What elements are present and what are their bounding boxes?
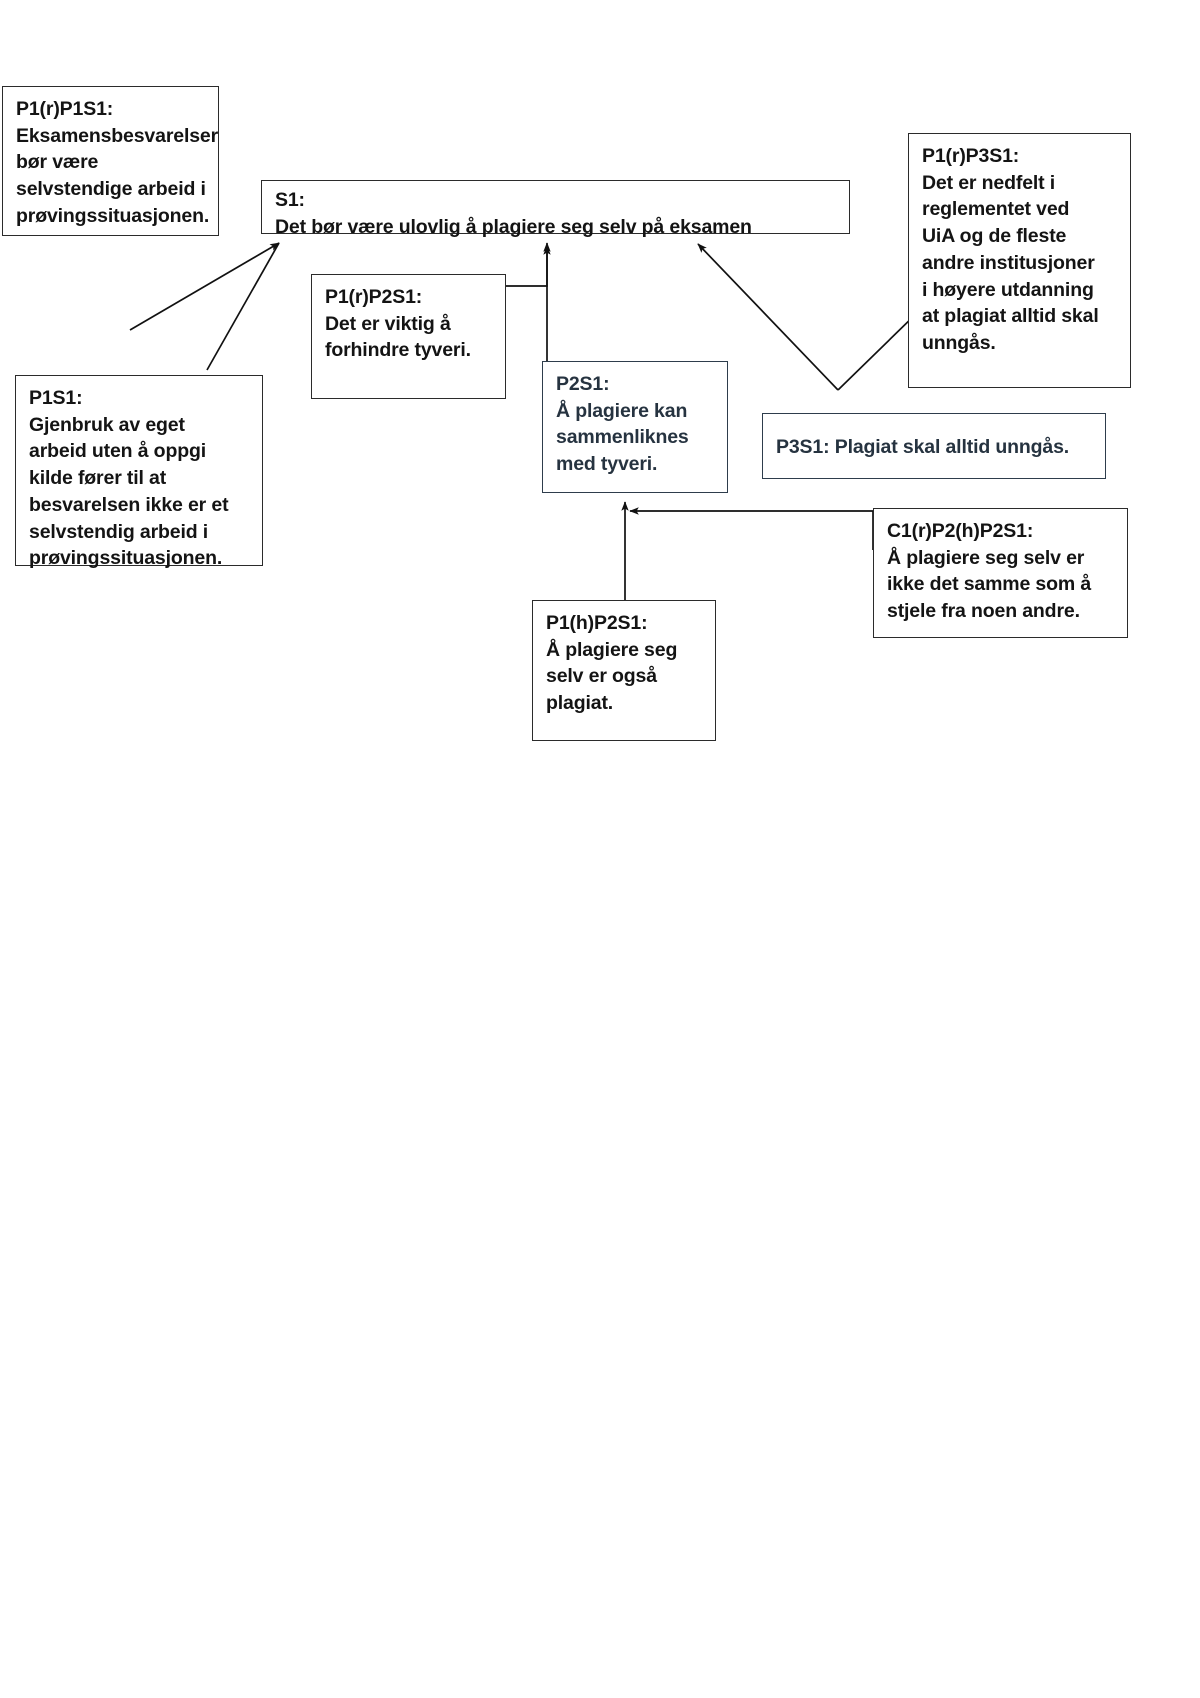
- node-p1rp3s1[interactable]: P1(r)P3S1: Det er nedfelt i reglementet …: [908, 133, 1131, 388]
- node-p1rp1s1-label: P1(r)P1S1: Eksamensbesvarelser bør være …: [16, 98, 219, 227]
- node-p1rp3s1-label: P1(r)P3S1: Det er nedfelt i reglementet …: [922, 145, 1099, 354]
- node-s1[interactable]: S1: Det bør være ulovlig å plagiere seg …: [261, 180, 850, 238]
- node-p2s1[interactable]: P2S1: Å plagiere kan sammenliknes med ty…: [542, 361, 728, 493]
- node-c1rp2hp2s1-label: C1(r)P2(h)P2S1: Å plagiere seg selv er i…: [887, 520, 1092, 623]
- node-p1s1[interactable]: P1S1: Gjenbruk av eget arbeid uten å opp…: [15, 375, 263, 569]
- node-p1rp2s1[interactable]: P1(r)P2S1: Det er viktig å forhindre tyv…: [311, 274, 506, 399]
- node-p1rp2s1-label: P1(r)P2S1: Det er viktig å forhindre tyv…: [325, 286, 471, 362]
- node-p1hp2s1[interactable]: P1(h)P2S1: Å plagiere seg selv er også p…: [532, 600, 716, 741]
- node-p3s1-label: P3S1: Plagiat skal alltid unngås.: [776, 436, 1070, 459]
- node-s1-label: S1: Det bør være ulovlig å plagiere seg …: [275, 189, 752, 238]
- node-c1rp2hp2s1[interactable]: C1(r)P2(h)P2S1: Å plagiere seg selv er i…: [873, 508, 1128, 638]
- edge-p1s1-to-s1: [206, 242, 280, 371]
- node-p3s1[interactable]: P3S1: Plagiat skal alltid unngås.: [762, 413, 1106, 479]
- node-p1hp2s1-label: P1(h)P2S1: Å plagiere seg selv er også p…: [546, 612, 678, 715]
- edge-p1rp2s1-to-s1: [506, 245, 551, 287]
- node-p1rp1s1[interactable]: P1(r)P1S1: Eksamensbesvarelser bør være …: [2, 86, 219, 236]
- edge-c1rp2h-to-p1hp2s1: [629, 507, 884, 551]
- node-p2s1-label: P2S1: Å plagiere kan sammenliknes med ty…: [556, 373, 689, 476]
- node-p1s1-label: P1S1: Gjenbruk av eget arbeid uten å opp…: [29, 387, 229, 570]
- edge-p1rp1s1-to-s1: [129, 242, 280, 331]
